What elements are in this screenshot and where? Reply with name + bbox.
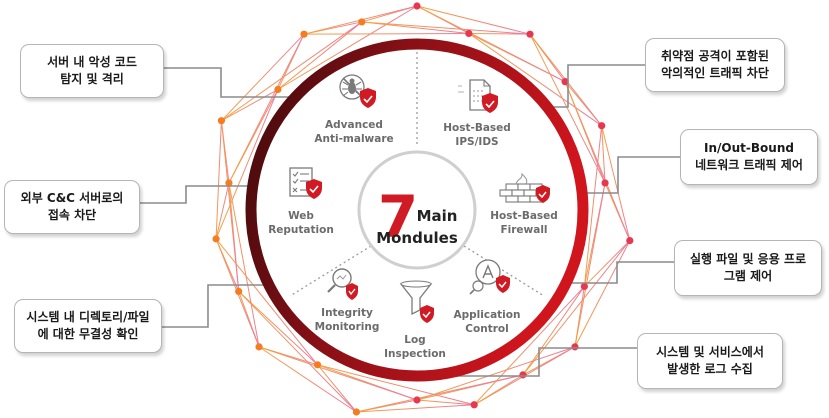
module-integrity-line1: Integrity <box>321 307 373 319</box>
callout-web: 외부 C&C 서버로의 접속 차단 <box>4 180 140 234</box>
document-shield-icon <box>458 79 498 113</box>
network-node <box>255 343 263 351</box>
callout-integrity: 시스템 내 디렉토리/파일 에 대한 무결성 확인 <box>14 299 162 353</box>
network-node <box>313 361 322 369</box>
network-nodes <box>212 2 634 416</box>
module-app-control-line1: Application <box>454 309 521 321</box>
callout-firewall-line1: In/Out-Bound <box>704 141 794 155</box>
module-log-line2: Inspection <box>384 348 446 360</box>
callout-log-line1: 시스템 및 서비스에서 <box>656 345 764 359</box>
center-line1: Main <box>417 207 458 225</box>
callout-firewall-line2: 네트워크 트래픽 제어 <box>695 158 803 172</box>
connector-anti-malware <box>162 67 338 98</box>
callout-integrity-line1: 시스템 내 디렉토리/파일 <box>26 310 150 324</box>
center-disk <box>357 150 477 270</box>
network-node <box>580 282 588 291</box>
network-node <box>571 343 579 351</box>
callout-web-line2: 접속 차단 <box>47 208 97 222</box>
module-log-line1: Log <box>404 334 425 346</box>
callout-app-control: 실행 파일 및 응용 프로 그램 제어 <box>674 240 822 296</box>
center-number: 7 <box>378 183 418 251</box>
module-firewall-line1: Host-Based <box>490 210 558 222</box>
connector-log <box>416 347 637 377</box>
module-ips-line2: IPS/IDS <box>455 136 498 148</box>
module-integrity-line2: Monitoring <box>315 321 380 333</box>
network-node <box>225 179 233 187</box>
module-app-control-line2: Control <box>465 323 508 335</box>
network-node <box>274 85 282 94</box>
network-node <box>217 117 226 125</box>
network-node <box>470 401 478 409</box>
module-anti-malware-line2: Anti-malware <box>314 133 393 145</box>
network-node <box>413 2 421 10</box>
app-store-shield-icon <box>469 259 510 295</box>
callout-web-line1: 외부 C&C 서버로의 <box>20 191 124 205</box>
callout-anti-malware: 서버 내 악성 코드 탐지 및 격리 <box>20 44 164 98</box>
network-node <box>212 235 220 243</box>
module-firewall-line2: Firewall <box>500 224 547 236</box>
module-web-line2: Reputation <box>268 224 334 236</box>
connector-web <box>138 185 302 204</box>
module-web-line1: Web <box>288 210 314 222</box>
section-dividers <box>289 52 545 297</box>
center-line2: Mondules <box>376 229 458 247</box>
network-node <box>358 18 366 26</box>
funnel-shield-icon <box>399 280 434 323</box>
callout-app-control-line1: 실행 파일 및 응용 프로 <box>689 252 807 266</box>
callout-anti-malware-line1: 서버 내 악성 코드 <box>47 55 137 69</box>
network-node <box>526 30 534 38</box>
callout-integrity-line2: 에 대한 무결성 확인 <box>37 327 139 341</box>
callout-ips-line1: 취약점 공격이 포함된 <box>661 49 769 63</box>
callout-firewall: In/Out-Bound 네트워크 트래픽 제어 <box>680 129 818 185</box>
network-mesh <box>215 5 631 413</box>
network-node <box>300 30 308 38</box>
module-anti-malware-line1: Advanced <box>325 119 383 131</box>
callout-app-control-line2: 그램 제어 <box>723 269 773 283</box>
callout-ips-line2: 악의적인 트래픽 차단 <box>661 66 769 80</box>
network-node <box>626 236 634 245</box>
brick-wall-shield-icon <box>499 172 550 203</box>
network-node <box>561 78 569 86</box>
network-node <box>598 122 606 130</box>
callout-ips: 취약점 공격이 포함된 악의적인 트래픽 차단 <box>645 38 785 92</box>
checklist-shield-icon <box>289 167 322 199</box>
callout-log: 시스템 및 서비스에서 발생한 로그 수집 <box>637 333 783 389</box>
callout-log-line2: 발생한 로그 수집 <box>667 362 753 376</box>
bug-shield-icon <box>339 74 376 108</box>
module-ips-line1: Host-Based <box>443 122 511 134</box>
network-node <box>235 287 243 296</box>
magnifier-shield-icon <box>327 268 358 300</box>
network-node <box>465 29 473 38</box>
network-node <box>601 179 609 187</box>
network-node <box>519 371 527 379</box>
network-node <box>413 396 421 404</box>
network-node <box>352 408 361 416</box>
callout-anti-malware-line2: 탐지 및 격리 <box>60 72 124 86</box>
